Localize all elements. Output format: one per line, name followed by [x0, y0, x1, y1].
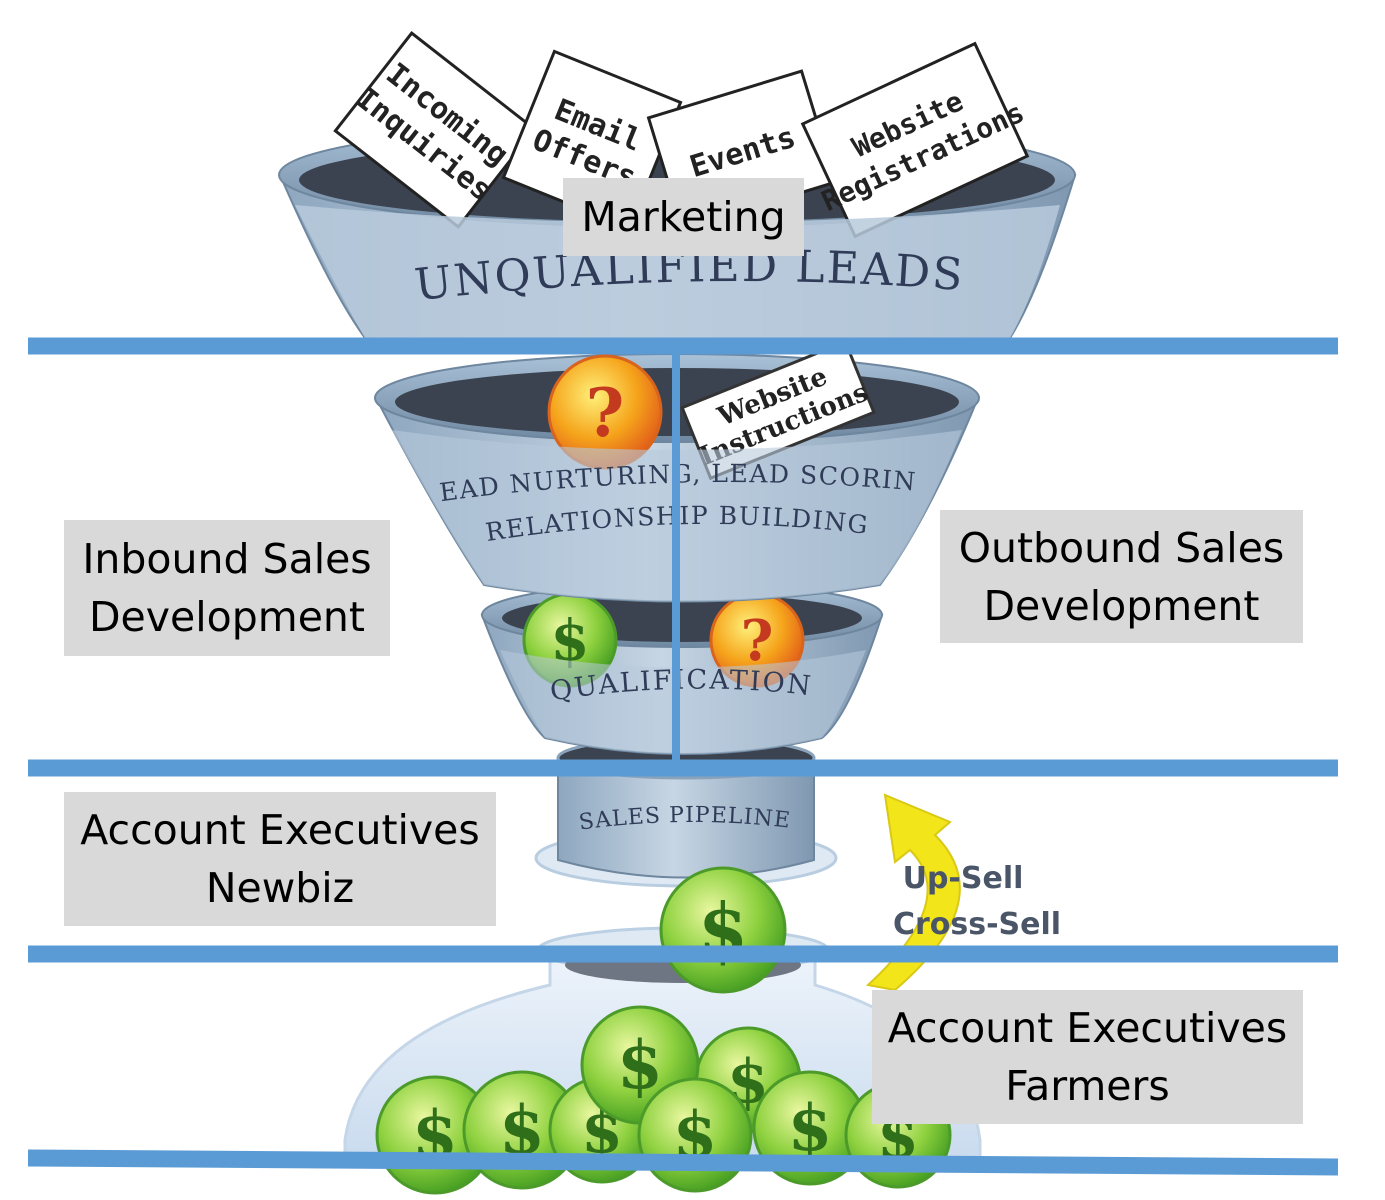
falling-coin: $: [659, 866, 787, 994]
label-account-executives-farmers: Account Executives Farmers: [872, 990, 1303, 1124]
label-outbound-sales-development: Outbound Sales Development: [940, 510, 1303, 643]
label-inbound-sales-development: Inbound Sales Development: [64, 520, 390, 656]
svg-text:?: ?: [741, 608, 774, 674]
label-outbound-line2: Development: [983, 581, 1260, 630]
svg-text:$: $: [788, 1091, 833, 1166]
label-inbound-line1: Inbound Sales: [82, 535, 372, 583]
funnel-qualification: $ ? QUALIFICATION: [480, 582, 884, 755]
lead-card-incoming-inquiries: Incoming Inquiries: [333, 31, 537, 229]
label-newbiz-line1: Account Executives: [80, 806, 480, 854]
label-farmers-line2: Farmers: [1005, 1062, 1170, 1110]
divider-4: [27, 1149, 1339, 1176]
jar-coin-8: $: [637, 1077, 753, 1193]
svg-text:$: $: [617, 1026, 663, 1104]
upsell-line2: Cross-Sell: [893, 907, 1061, 942]
nurture-coin-orange: ?: [547, 354, 663, 470]
label-marketing-text: Marketing: [581, 193, 786, 241]
funnel-sales-pipeline: SALES PIPELINE: [534, 736, 838, 888]
label-newbiz-line2: Newbiz: [205, 864, 355, 912]
label-outbound-line1: Outbound Sales: [958, 523, 1285, 572]
svg-text:?: ?: [586, 374, 625, 452]
upsell-line1: Up-Sell: [903, 861, 1024, 896]
label-marketing: Marketing: [563, 178, 804, 256]
label-farmers-line1: Account Executives: [887, 1004, 1288, 1052]
stage-dividers: [27, 337, 1339, 1176]
upsell-arrow: Up-Sell Cross-Sell: [865, 793, 1061, 992]
label-inbound-line2: Development: [88, 593, 365, 641]
label-account-executives-newbiz: Account Executives Newbiz: [64, 792, 496, 926]
